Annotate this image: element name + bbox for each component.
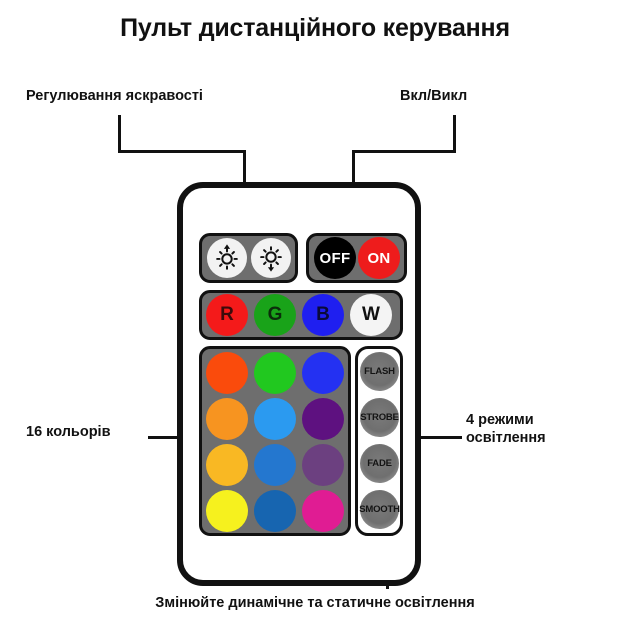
leader-line-power-v1 [453, 115, 456, 153]
color-swatch[interactable] [206, 490, 248, 532]
off-button[interactable]: OFF [314, 237, 356, 279]
page-title: Пульт дистанційного керування [120, 14, 510, 42]
bottom-caption: Змінюйте динамічне та статичне освітленн… [155, 595, 475, 611]
on-button[interactable]: ON [358, 237, 400, 279]
color-swatch[interactable] [254, 490, 296, 532]
leader-line-power-h [352, 150, 456, 153]
color-swatch[interactable]: B [302, 294, 344, 336]
leader-line-brightness-h [118, 150, 246, 153]
mode-button[interactable]: SMOOTH [359, 490, 400, 529]
callout-label-power: Вкл/Викл [400, 88, 468, 104]
modes-panel: FLASH STROBE FADE SMOOTH [355, 346, 403, 536]
color-swatch[interactable] [206, 352, 248, 394]
color-swatch[interactable]: W [350, 294, 392, 336]
color-swatch[interactable] [254, 398, 296, 440]
color-swatch[interactable]: R [206, 294, 248, 336]
color-swatch[interactable] [302, 444, 344, 486]
color-swatch[interactable]: G [254, 294, 296, 336]
callout-label-colors: 16 кольорів [26, 424, 111, 440]
callout-label-brightness: Регулювання яскравості [26, 88, 203, 104]
color-swatch[interactable] [254, 352, 296, 394]
mode-button[interactable]: FADE [360, 444, 399, 483]
leader-line-brightness-v1 [118, 115, 121, 153]
power-panel: OFF ON [306, 233, 407, 283]
mode-button[interactable]: FLASH [360, 352, 399, 391]
brightness-down-button[interactable] [251, 238, 291, 278]
mode-button[interactable]: STROBE [360, 398, 399, 437]
callout-label-modes: 4 режими освітлення [466, 412, 546, 446]
leader-line-modes [404, 436, 462, 439]
color-grid-panel [199, 346, 351, 536]
color-swatch[interactable] [254, 444, 296, 486]
color-swatch[interactable] [302, 490, 344, 532]
brightness-panel [199, 233, 298, 283]
brightness-up-button[interactable] [207, 238, 247, 278]
color-swatch[interactable] [302, 352, 344, 394]
sun-down-icon [260, 246, 282, 272]
color-swatch[interactable] [302, 398, 344, 440]
sun-up-icon [216, 244, 238, 270]
color-swatch[interactable] [206, 444, 248, 486]
color-swatch[interactable] [206, 398, 248, 440]
